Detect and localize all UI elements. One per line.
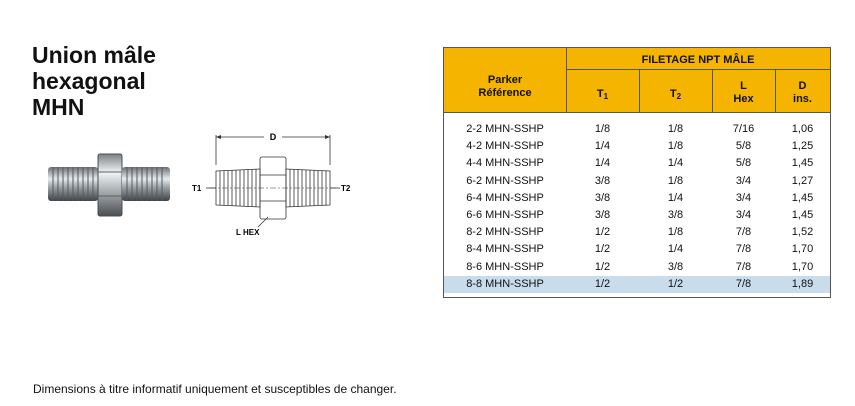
cell-l-hex: 5/8 bbox=[735, 157, 752, 170]
cell-t2: 1/4 bbox=[667, 191, 684, 204]
cell-reference: 6-4 MHN-SSHP bbox=[466, 191, 544, 204]
cell-l-hex: 7/16 bbox=[732, 123, 755, 135]
cell-d: 1,45 bbox=[791, 157, 814, 170]
label-d: D bbox=[270, 132, 277, 142]
cell-d: 1,52 bbox=[791, 226, 814, 239]
cell-l-hex: 3/4 bbox=[735, 174, 752, 187]
table-row: 4-4 MHN-SSHP 1/4 1/4 5/8 1,45 bbox=[444, 155, 830, 172]
cell-d: 1,45 bbox=[791, 191, 814, 204]
cell-t2: 1/8 bbox=[667, 140, 684, 153]
cell-t2: 3/8 bbox=[667, 260, 684, 273]
col-d-line2: ins. bbox=[793, 93, 812, 105]
col-d-line1: D bbox=[798, 80, 807, 92]
dimensions-table: FILETAGE NPT MÂLE Parker Référence T1 T2… bbox=[443, 47, 831, 298]
cell-t2: 1/4 bbox=[667, 157, 684, 170]
table-row: 6-2 MHN-SSHP 3/8 1/8 3/4 1,27 bbox=[444, 173, 830, 190]
table-row: 6-4 MHN-SSHP 3/8 1/4 3/4 1,45 bbox=[444, 190, 830, 207]
table-row: 6-6 MHN-SSHP 3/8 3/8 3/4 1,45 bbox=[444, 207, 830, 224]
table-row: 8-6 MHN-SSHP 1/2 3/8 7/8 1,70 bbox=[444, 259, 830, 276]
cell-reference: 6-2 MHN-SSHP bbox=[466, 174, 544, 187]
cell-t1: 1/2 bbox=[594, 260, 611, 273]
col-l-line1: L bbox=[740, 80, 747, 92]
cell-l-hex: 7/8 bbox=[735, 260, 752, 273]
cell-reference: 4-4 MHN-SSHP bbox=[466, 157, 544, 170]
cell-t1: 1/2 bbox=[594, 243, 611, 256]
col-header-reference: Parker Référence bbox=[444, 74, 566, 100]
table-header: FILETAGE NPT MÂLE Parker Référence T1 T2… bbox=[444, 48, 830, 113]
table-row: 4-2 MHN-SSHP 1/4 1/8 5/8 1,25 bbox=[444, 138, 830, 155]
cell-t2: 3/8 bbox=[667, 208, 684, 221]
cell-d: 1,45 bbox=[791, 208, 814, 221]
cell-reference: 6-6 MHN-SSHP bbox=[466, 208, 544, 221]
cell-t1: 1/4 bbox=[594, 140, 611, 153]
cell-reference: 8-4 MHN-SSHP bbox=[466, 243, 544, 256]
col-t1-label: T bbox=[596, 88, 604, 100]
footnote: Dimensions à titre informatif uniquement… bbox=[33, 382, 397, 396]
col-l-line2: Hex bbox=[733, 93, 754, 105]
cell-t2: 1/8 bbox=[667, 226, 684, 239]
cell-t2: 1/4 bbox=[667, 243, 684, 256]
cell-t1: 3/8 bbox=[594, 208, 611, 221]
title-line-1: Union mâle bbox=[32, 42, 156, 68]
cell-t2: 1/2 bbox=[667, 277, 684, 290]
cell-t1: 1/8 bbox=[594, 123, 611, 135]
cell-t1: 3/8 bbox=[594, 174, 611, 187]
dimension-drawing: D T1 T2 L HEX bbox=[192, 132, 351, 237]
cell-t2: 1/8 bbox=[667, 174, 684, 187]
cell-l-hex: 7/8 bbox=[735, 226, 752, 239]
cell-reference: 4-2 MHN-SSHP bbox=[466, 140, 544, 153]
cell-t1: 1/2 bbox=[594, 226, 611, 239]
page-title: Union mâle hexagonal MHN bbox=[32, 42, 156, 120]
title-line-2: hexagonal bbox=[32, 68, 146, 94]
col-header-t2: T2 bbox=[639, 88, 712, 103]
cell-t1: 3/8 bbox=[594, 191, 611, 204]
col-t2-label: T bbox=[669, 88, 677, 100]
cell-reference: 2-2 MHN-SSHP bbox=[466, 123, 544, 135]
cell-t2: 1/8 bbox=[667, 123, 684, 135]
title-line-3: MHN bbox=[32, 94, 85, 120]
cell-d: 1,70 bbox=[791, 260, 814, 273]
table-row: 8-4 MHN-SSHP 1/2 1/4 7/8 1,70 bbox=[444, 241, 830, 258]
table-row: 2-2 MHN-SSHP 1/8 1/8 7/16 1,06 bbox=[444, 121, 830, 138]
cell-reference: 8-8 MHN-SSHP bbox=[466, 277, 544, 290]
col-t1-sub: 1 bbox=[603, 92, 609, 101]
cell-reference: 8-6 MHN-SSHP bbox=[466, 260, 544, 273]
table-row: 8-8 MHN-SSHP 1/2 1/2 7/8 1,89 bbox=[444, 275, 830, 293]
cell-d: 1,89 bbox=[791, 277, 814, 290]
fitting-photo bbox=[48, 153, 170, 217]
cell-d: 1,27 bbox=[791, 174, 814, 187]
cell-l-hex: 7/8 bbox=[735, 277, 752, 290]
table-row: 8-2 MHN-SSHP 1/2 1/8 7/8 1,52 bbox=[444, 224, 830, 241]
group-header: FILETAGE NPT MÂLE bbox=[641, 54, 755, 66]
cell-l-hex: 5/8 bbox=[735, 140, 752, 153]
table-body: 2-2 MHN-SSHP 1/8 1/8 7/16 1,06 4-2 MHN-SSHP 1/… bbox=[444, 113, 830, 297]
label-l-hex: L HEX bbox=[236, 228, 260, 237]
cell-d: 1,70 bbox=[791, 243, 814, 256]
cell-d: 1,06 bbox=[791, 123, 814, 135]
cell-l-hex: 3/4 bbox=[735, 191, 752, 204]
cell-l-hex: 3/4 bbox=[735, 208, 752, 221]
col-header-l-hex: L Hex bbox=[712, 80, 775, 106]
label-t2: T2 bbox=[341, 184, 351, 193]
col-header-t1: T1 bbox=[566, 88, 639, 103]
label-t1: T1 bbox=[192, 184, 202, 193]
col-header-d: D ins. bbox=[775, 80, 830, 106]
cell-l-hex: 7/8 bbox=[735, 243, 752, 256]
cell-d: 1,25 bbox=[791, 140, 814, 153]
cell-t1: 1/4 bbox=[594, 157, 611, 170]
col-t2-sub: 2 bbox=[676, 92, 682, 101]
col-ref-line2: Référence bbox=[478, 87, 532, 99]
col-ref-line1: Parker bbox=[487, 74, 523, 86]
cell-reference: 8-2 MHN-SSHP bbox=[466, 226, 544, 239]
cell-t1: 1/2 bbox=[594, 277, 611, 290]
